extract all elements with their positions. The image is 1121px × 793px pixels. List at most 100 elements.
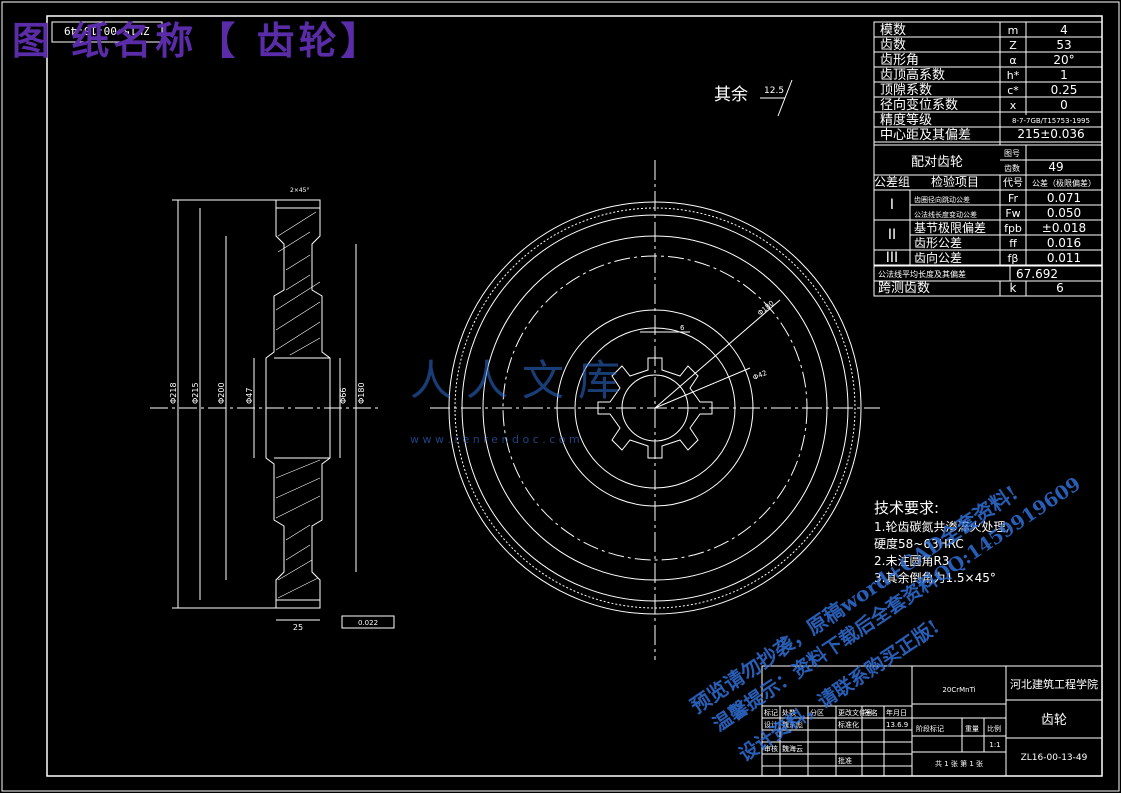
front-view bbox=[430, 160, 880, 660]
param-name: 中心距及其偏差 bbox=[880, 128, 971, 143]
param-name: 顶隙系数 bbox=[880, 83, 932, 98]
dim-d5: Φ66 bbox=[339, 388, 348, 404]
tb-header-cell: 更改文件号 bbox=[838, 708, 873, 717]
front-dim-key: 6 bbox=[680, 324, 685, 332]
dim-width: 25 bbox=[293, 623, 303, 632]
param-name: 精度等级 bbox=[880, 112, 932, 128]
check-name: 齿向公差 bbox=[914, 250, 962, 265]
dim-d1: Φ218 bbox=[169, 382, 178, 404]
cross-teeth-value: 6 bbox=[1056, 281, 1064, 295]
param-value: 1 bbox=[1060, 68, 1068, 82]
param-symbol: h* bbox=[1007, 69, 1020, 82]
check-name: 公法线长度变动公差 bbox=[914, 210, 977, 219]
dim-chamfer: 2×45° bbox=[290, 187, 309, 194]
tb-audit: 审核 bbox=[764, 744, 778, 753]
watermark-logo: 人人文库 bbox=[410, 356, 634, 405]
param-name: 径向变位系数 bbox=[880, 97, 958, 113]
param-name: 模数 bbox=[880, 23, 906, 38]
check-symbol: Fw bbox=[1005, 207, 1020, 220]
title-block bbox=[761, 665, 1103, 777]
tb-date: 13.6.9 bbox=[886, 721, 908, 729]
roughness-label: 其余 bbox=[714, 85, 748, 105]
param-value: 215±0.036 bbox=[1017, 127, 1084, 141]
tb-stage-label: 阶段标记 bbox=[916, 724, 944, 733]
technical-requirements: 技术要求: 1.轮齿碳氮共渗淬火处理, 硬度58~63HRC 2.未注圆角R3 … bbox=[874, 500, 1009, 587]
front-dim-r1: Φ180 bbox=[756, 299, 776, 317]
check-group: II bbox=[888, 227, 896, 243]
section-view bbox=[150, 199, 395, 629]
check-header-group: 公差组 bbox=[874, 175, 910, 189]
tb-header-cell: 标记 bbox=[764, 708, 778, 717]
check-header-code: 代号 bbox=[1003, 177, 1023, 189]
tb-scale: 1:1 bbox=[989, 741, 1000, 749]
pair-gear-label: 配对齿轮 bbox=[911, 155, 963, 170]
overlay-title: 图 纸名称【 齿轮】 bbox=[12, 18, 383, 63]
check-value: 0.011 bbox=[1047, 251, 1081, 265]
title-block-header-row: 标记处数分区更改文件号签名年月日 bbox=[764, 708, 907, 717]
tech-heading: 技术要求: bbox=[874, 499, 940, 517]
check-value: ±0.018 bbox=[1042, 221, 1086, 235]
roughness-symbol bbox=[760, 79, 793, 117]
pair-row2-label: 齿数 bbox=[1004, 163, 1020, 173]
span-row-value: 67.692 bbox=[1016, 267, 1058, 281]
check-symbol: ff bbox=[1009, 237, 1017, 250]
inner-frame bbox=[46, 15, 1103, 777]
dim-d2: Φ215 bbox=[191, 382, 200, 404]
param-value: 0 bbox=[1060, 98, 1068, 112]
check-value: 0.016 bbox=[1047, 236, 1081, 250]
pair-teeth-value: 49 bbox=[1048, 160, 1063, 174]
param-symbol: m bbox=[1008, 24, 1019, 37]
check-header-tol: 公差（极限偏差） bbox=[1032, 178, 1096, 188]
tb-header-cell: 分区 bbox=[810, 708, 824, 717]
check-name: 齿形公差 bbox=[914, 236, 962, 250]
drawing-number-rotated: ZL15-00-13-49 bbox=[64, 24, 150, 37]
tb-std: 标准化 bbox=[838, 720, 859, 729]
dim-d6: Φ180 bbox=[357, 382, 366, 404]
watermark-url: w w w . r e n r e n d o c . c o m bbox=[410, 433, 580, 446]
check-group: III bbox=[886, 250, 898, 266]
check-name: 齿圈径向跳动公差 bbox=[914, 195, 970, 204]
tb-approve: 批准 bbox=[838, 756, 852, 765]
param-value: 0.25 bbox=[1051, 83, 1078, 97]
param-value: 20° bbox=[1053, 53, 1074, 67]
tech-line: 1.轮齿碳氮共渗淬火处理, bbox=[874, 520, 1010, 534]
tb-designer: 设计 bbox=[764, 720, 778, 729]
param-name: 齿形角 bbox=[880, 53, 919, 68]
check-value: 0.050 bbox=[1047, 206, 1081, 220]
front-dim-r2: Φ42 bbox=[752, 369, 768, 382]
pair-row1-label: 图号 bbox=[1004, 149, 1020, 158]
dim-d3: Φ200 bbox=[217, 382, 226, 404]
tech-line: 3.其余倒角为1.5×45° bbox=[874, 571, 996, 585]
roughness-value: 12.5 bbox=[764, 86, 784, 96]
check-symbol: Fr bbox=[1008, 192, 1019, 205]
check-value: 0.071 bbox=[1047, 191, 1081, 205]
param-value: 8-7-7GB/T15753-1995 bbox=[1012, 117, 1090, 125]
param-name: 齿顶高系数 bbox=[880, 67, 945, 83]
tb-audit-name: 魏海云 bbox=[782, 744, 803, 753]
tb-header-cell: 年月日 bbox=[886, 708, 907, 717]
dim-runout: 0.022 bbox=[358, 619, 378, 627]
check-group: I bbox=[890, 197, 894, 213]
param-symbol: α bbox=[1009, 54, 1016, 67]
tb-sheets: 共 1 张 第 1 张 bbox=[935, 759, 983, 768]
tb-part: 齿轮 bbox=[1041, 713, 1067, 728]
param-symbol: Z bbox=[1009, 39, 1017, 52]
cross-teeth-sym: k bbox=[1010, 281, 1017, 295]
param-value: 53 bbox=[1056, 38, 1071, 52]
tb-material: 20CrMnTi bbox=[942, 686, 975, 694]
tb-designer-name: 魏东彪 bbox=[782, 720, 803, 729]
tb-school: 河北建筑工程学院 bbox=[1010, 677, 1098, 691]
parameter-table bbox=[873, 21, 1103, 297]
param-symbol: c* bbox=[1007, 84, 1019, 97]
param-name: 齿数 bbox=[880, 38, 906, 53]
tech-line: 2.未注圆角R3 bbox=[874, 554, 950, 568]
check-header-item: 检验项目 bbox=[931, 174, 979, 189]
cross-teeth-label: 跨测齿数 bbox=[878, 281, 930, 296]
drawing-number-box bbox=[51, 21, 163, 43]
tb-weight-label: 重量 bbox=[965, 725, 979, 733]
span-row-label: 公法线平均长度及其偏差 bbox=[878, 269, 966, 279]
check-symbol: fβ bbox=[1008, 252, 1019, 265]
